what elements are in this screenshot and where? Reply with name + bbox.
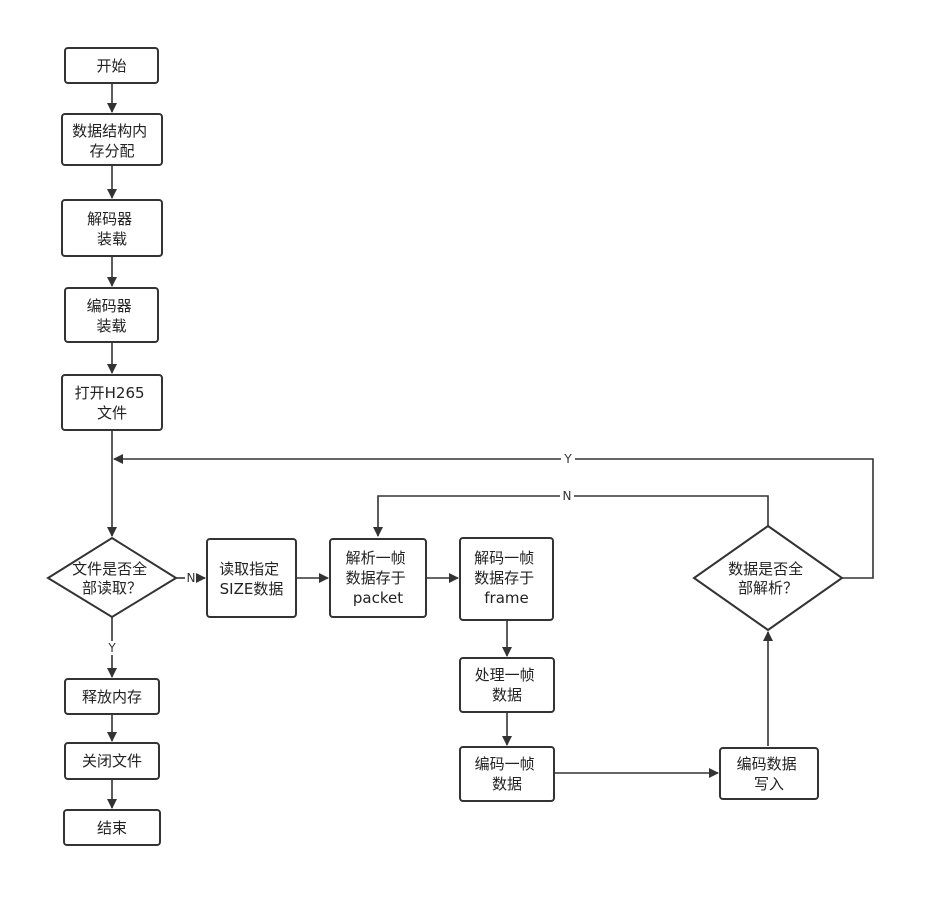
node-all-parsed-line-2: 部解析？ [738, 579, 798, 597]
node-decode-frame-line-3: frame [484, 589, 528, 607]
node-all-parsed-decision: 数据是否全 部解析？ [692, 524, 844, 632]
svg-text:编码数据 写入: 编码数据 写入 [737, 755, 802, 793]
node-decode-frame-line-1: 解码一帧 [474, 549, 534, 567]
svg-text:处理一帧 数据: 处理一帧 数据 [475, 666, 540, 704]
node-decode-frame-line-2: 数据存于 [474, 569, 534, 587]
node-load-encoder-line-1: 编码器 [87, 297, 132, 315]
node-parse-packet-line-2: 数据存于 [346, 569, 406, 587]
node-read-size: 读取指定 SIZE数据 [206, 538, 297, 618]
node-file-done-line-1: 文件是否全 [72, 560, 147, 578]
node-write-data-line-2: 写入 [754, 775, 784, 793]
node-read-size-line-2: SIZE数据 [220, 580, 284, 598]
node-alloc-line-1: 数据结构内 [72, 122, 147, 140]
node-free-memory-text: 释放内存 [82, 688, 142, 706]
label-file-no: N [187, 571, 196, 585]
svg-text:读取指定 SIZE数据: 读取指定 SIZE数据 [219, 560, 284, 598]
node-all-parsed-line-1: 数据是否全 [728, 560, 803, 578]
node-write-data: 编码数据 写入 [719, 747, 819, 800]
svg-text:释放内存: 释放内存 [82, 688, 142, 706]
node-close-file-text: 关闭文件 [82, 752, 142, 770]
node-open-file: 打开H265 文件 [61, 374, 163, 431]
node-alloc-line-2: 存分配 [89, 142, 134, 160]
edge-parse-yes-a [575, 458, 874, 579]
node-load-decoder-line-2: 装载 [97, 230, 127, 248]
node-free-memory: 释放内存 [64, 678, 160, 715]
label-parse-no: N [563, 489, 572, 503]
node-open-file-line-1: 打开H265 [75, 384, 145, 402]
label-file-yes: Y [107, 641, 116, 655]
svg-text:解析一帧 数据存于 packet: 解析一帧 数据存于 packet [346, 549, 411, 607]
node-write-data-line-1: 编码数据 [737, 755, 797, 773]
node-process-frame: 处理一帧 数据 [459, 657, 555, 713]
node-load-decoder: 解码器 装载 [61, 199, 163, 257]
node-parse-packet: 解析一帧 数据存于 packet [329, 538, 427, 618]
node-load-decoder-line-1: 解码器 [87, 210, 132, 228]
svg-text:文件是否全 部读取？: 文件是否全 部读取？ [72, 560, 152, 597]
node-close-file: 关闭文件 [64, 742, 160, 780]
node-file-done-decision: 文件是否全 部读取？ [46, 536, 178, 619]
node-file-done-line-2: 部读取？ [82, 579, 142, 597]
node-encode-frame: 编码一帧 数据 [459, 746, 555, 802]
node-end: 结束 [63, 809, 161, 846]
node-encode-frame-line-1: 编码一帧 [475, 755, 535, 773]
svg-text:解码一帧 数据存于 frame: 解码一帧 数据存于 frame [474, 549, 539, 607]
node-process-frame-line-1: 处理一帧 [475, 666, 535, 684]
node-parse-packet-line-3: packet [353, 589, 403, 607]
svg-text:打开H265 文件: 打开H265 文件 [75, 384, 150, 422]
svg-text:开始: 开始 [96, 57, 126, 75]
node-read-size-line-1: 读取指定 [219, 560, 279, 578]
node-end-text: 结束 [97, 819, 127, 837]
edge-parse-no-a [574, 495, 769, 526]
node-decode-frame: 解码一帧 数据存于 frame [459, 537, 554, 621]
node-load-encoder: 编码器 装载 [64, 287, 159, 343]
node-parse-packet-line-1: 解析一帧 [346, 549, 406, 567]
node-load-encoder-line-2: 装载 [96, 317, 126, 335]
node-alloc: 数据结构内 存分配 [61, 113, 163, 166]
node-open-file-line-2: 文件 [97, 404, 127, 422]
node-start: 开始 [64, 47, 159, 84]
svg-text:编码器 装载: 编码器 装载 [87, 297, 137, 335]
node-start-text: 开始 [96, 57, 126, 75]
svg-text:关闭文件: 关闭文件 [82, 752, 142, 770]
edge-parse-no-b [373, 495, 560, 537]
svg-text:数据是否全 部解析？: 数据是否全 部解析？ [728, 560, 808, 597]
label-parse-yes: Y [563, 452, 572, 466]
svg-text:解码器 装载: 解码器 装载 [87, 210, 137, 248]
node-encode-frame-line-2: 数据 [492, 775, 522, 793]
connectors [107, 83, 874, 809]
node-process-frame-line-2: 数据 [492, 686, 522, 704]
svg-text:编码一帧 数据: 编码一帧 数据 [475, 755, 540, 793]
svg-text:数据结构内 存分配: 数据结构内 存分配 [72, 122, 152, 160]
svg-text:结束: 结束 [97, 819, 127, 837]
